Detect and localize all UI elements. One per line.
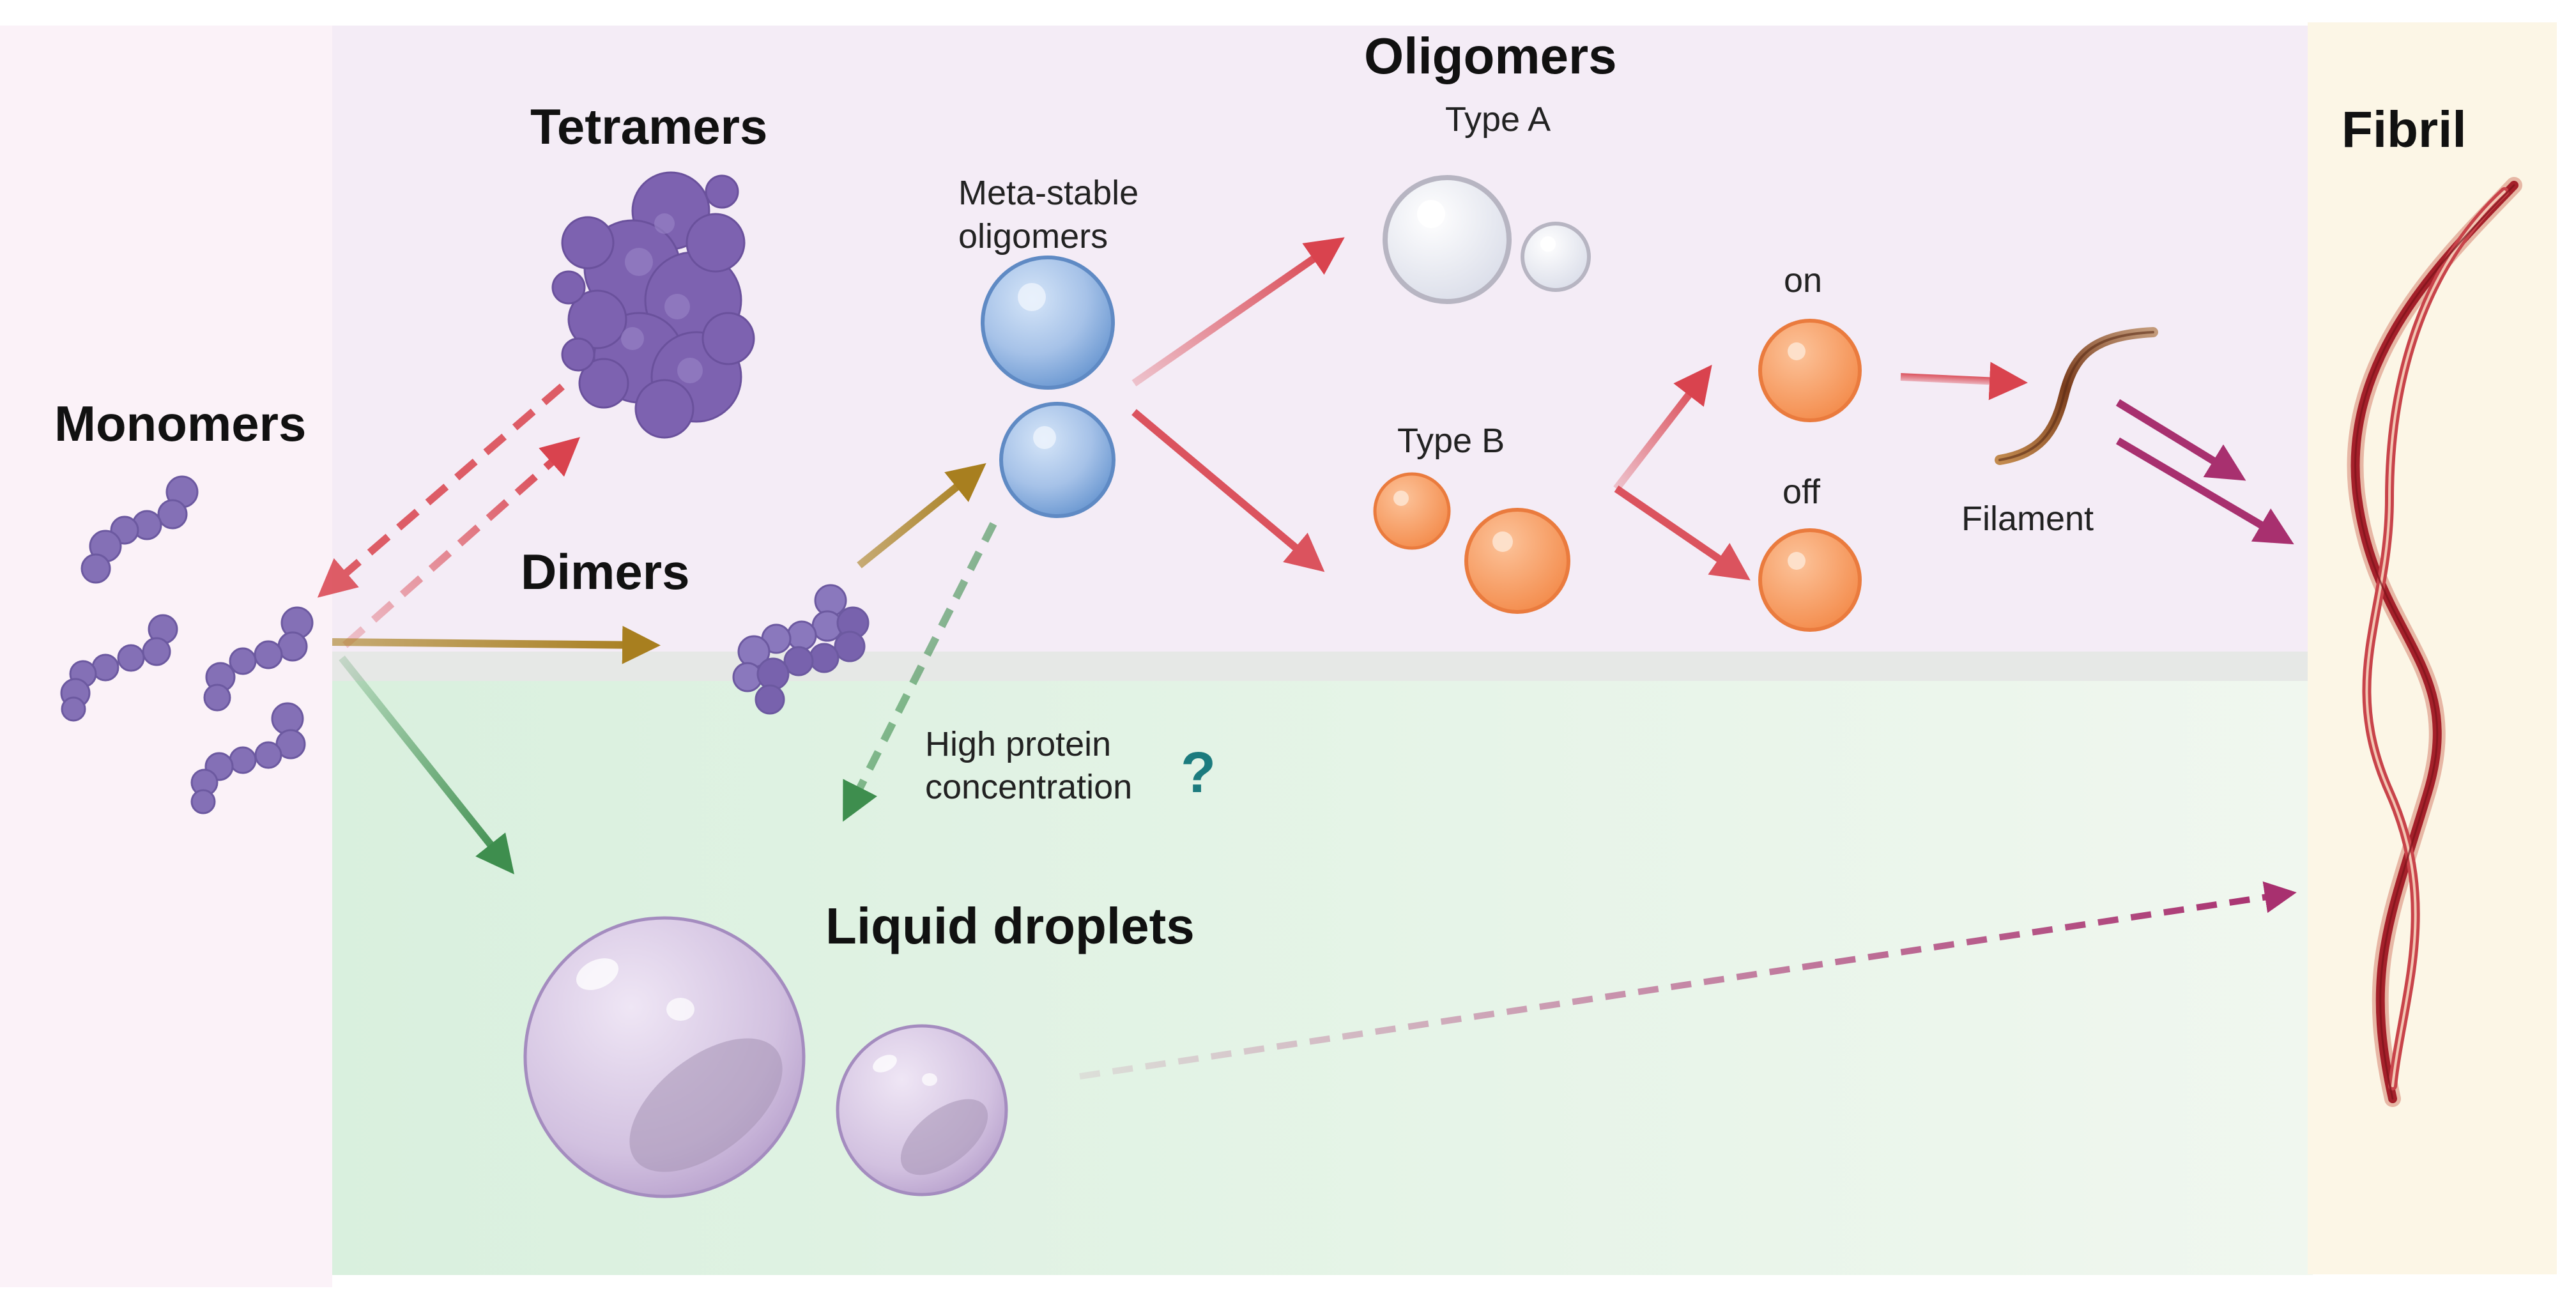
label-high-protein-line1: High protein [925,725,1111,763]
tetramer-texture [621,213,703,383]
label-liquid-droplets: Liquid droplets [825,898,1195,954]
arrow-metastable-to-type-a [1131,237,1345,386]
arrow-monomer-to-droplets [339,655,514,875]
off-oligomer-sphere [1758,528,1862,632]
type-b-spheres [1373,472,1570,614]
label-filament: Filament [1961,500,2094,538]
question-mark: ? [1181,741,1216,805]
label-tetramers: Tetramers [530,98,767,155]
arrow-metastable-to-type-b [1131,409,1325,572]
monomer-chain [190,702,306,814]
on-oligomer-sphere [1758,319,1862,422]
fibril-twisted [2347,177,2522,1107]
arrow-metastable-to-droplets [843,522,997,822]
label-dimers: Dimers [521,544,689,600]
label-metastable-line1: Meta-stable [958,174,1138,212]
monomer-chain [203,606,314,712]
label-oligomers: Oligomers [1364,27,1617,84]
monomer-chain [60,614,178,722]
dimer-blob [732,584,870,715]
type-a-spheres [1383,175,1591,304]
label-on: on [1784,261,1822,300]
tetramer-blob [551,171,755,439]
arrow-monomer-to-dimer [332,625,661,664]
arrow-tetramer-to-monomer [317,383,565,598]
arrow-filament-to-fibril-2 [2115,437,2294,545]
filament-strand-core [1998,331,2154,461]
label-fibril: Fibril [2342,101,2467,158]
right-panel [2308,22,2557,1274]
arrow-filament-to-fibril-1 [2115,399,2246,481]
monomer-chains [60,475,314,814]
label-off: off [1782,473,1821,511]
arrow-on-to-filament [1900,362,2028,401]
metastable-spheres [981,256,1116,518]
label-metastable-line2: oligomers [958,217,1108,256]
label-high-protein-line2: concentration [925,768,1132,806]
arrow-type-b-to-off [1614,485,1751,581]
arrow-type-b-to-on [1613,364,1712,491]
liquid-droplet-large [523,916,806,1198]
label-type-a: Type A [1445,100,1551,139]
arrow-monomer-to-tetramer [342,437,580,648]
label-type-b: Type B [1397,422,1505,460]
arrow-droplets-to-fibril [1079,881,2297,1080]
arrow-dimer-to-metastable [857,462,986,569]
monomer-chain [80,475,199,584]
panel-divider [332,652,2313,681]
liquid-droplet-small [836,1024,1008,1196]
label-monomers: Monomers [54,395,306,452]
